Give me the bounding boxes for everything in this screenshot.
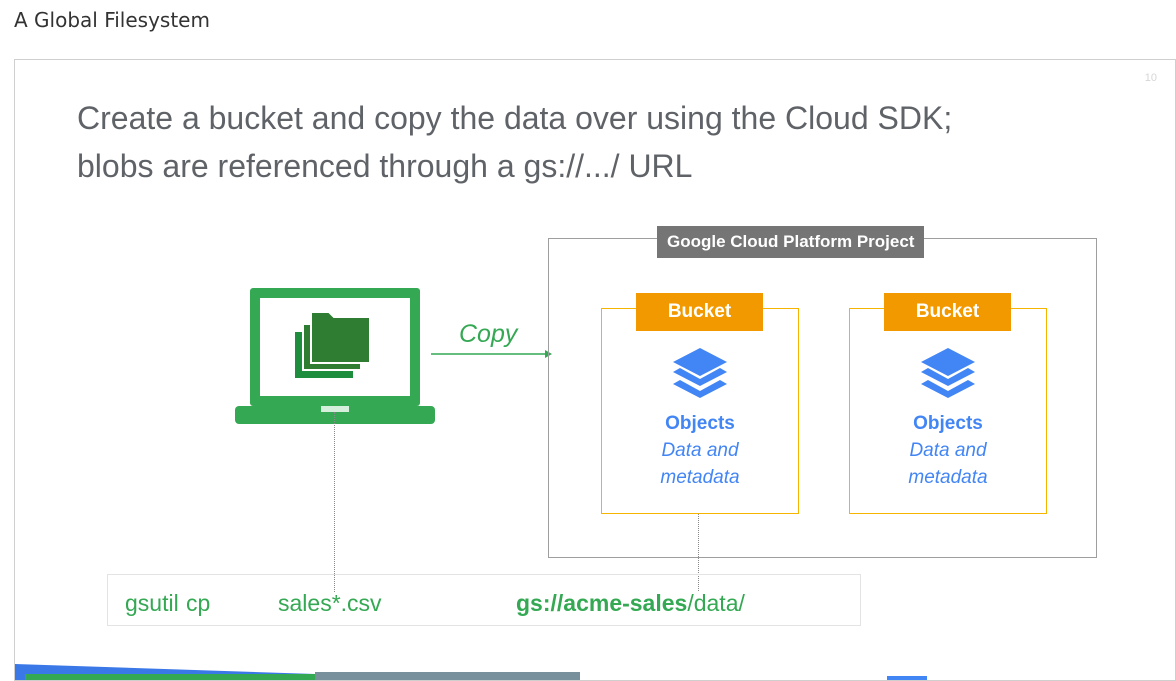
stacked-layers-icon	[921, 348, 975, 398]
slide-number: 10	[1144, 72, 1157, 84]
objects-desc-line-1: Data and	[661, 440, 739, 461]
dest-scheme: gs://	[516, 590, 564, 616]
command-source: sales*.csv	[278, 590, 382, 616]
slide-title: Create a bucket and copy the data over u…	[77, 94, 1097, 190]
objects-desc-line-2: metadata	[908, 467, 988, 488]
laptop-with-folders-icon	[235, 288, 435, 424]
slide-title-line-1: Create a bucket and copy the data over u…	[77, 100, 953, 136]
bucket-label: Bucket	[636, 293, 763, 331]
objects-text: Objects Data and metadata	[863, 410, 1033, 491]
arrow-right-icon	[431, 350, 552, 358]
dest-bucket: acme-sales	[563, 590, 688, 616]
command-box	[107, 574, 861, 626]
dest-path: /data/	[687, 590, 745, 616]
page-title: A Global Filesystem	[14, 8, 210, 32]
project-label: Google Cloud Platform Project	[657, 226, 925, 258]
command-destination: gs://acme-sales/data/	[516, 588, 745, 618]
bucket-label: Bucket	[884, 293, 1011, 331]
objects-text: Objects Data and metadata	[615, 410, 785, 491]
bucket-connector-line	[698, 514, 699, 591]
objects-title: Objects	[913, 413, 983, 434]
slide: 10 Create a bucket and copy the data ove…	[14, 59, 1176, 681]
objects-title: Objects	[665, 413, 735, 434]
laptop-connector-line	[334, 412, 335, 592]
slide-title-line-2: blobs are referenced through a gs://.../…	[77, 148, 693, 184]
command-tool: gsutil	[125, 590, 179, 616]
objects-desc-line-1: Data and	[909, 440, 987, 461]
objects-desc-line-2: metadata	[660, 467, 740, 488]
command-subcommand: cp	[186, 590, 211, 616]
copy-label: Copy	[459, 320, 518, 348]
stacked-layers-icon	[673, 348, 727, 398]
